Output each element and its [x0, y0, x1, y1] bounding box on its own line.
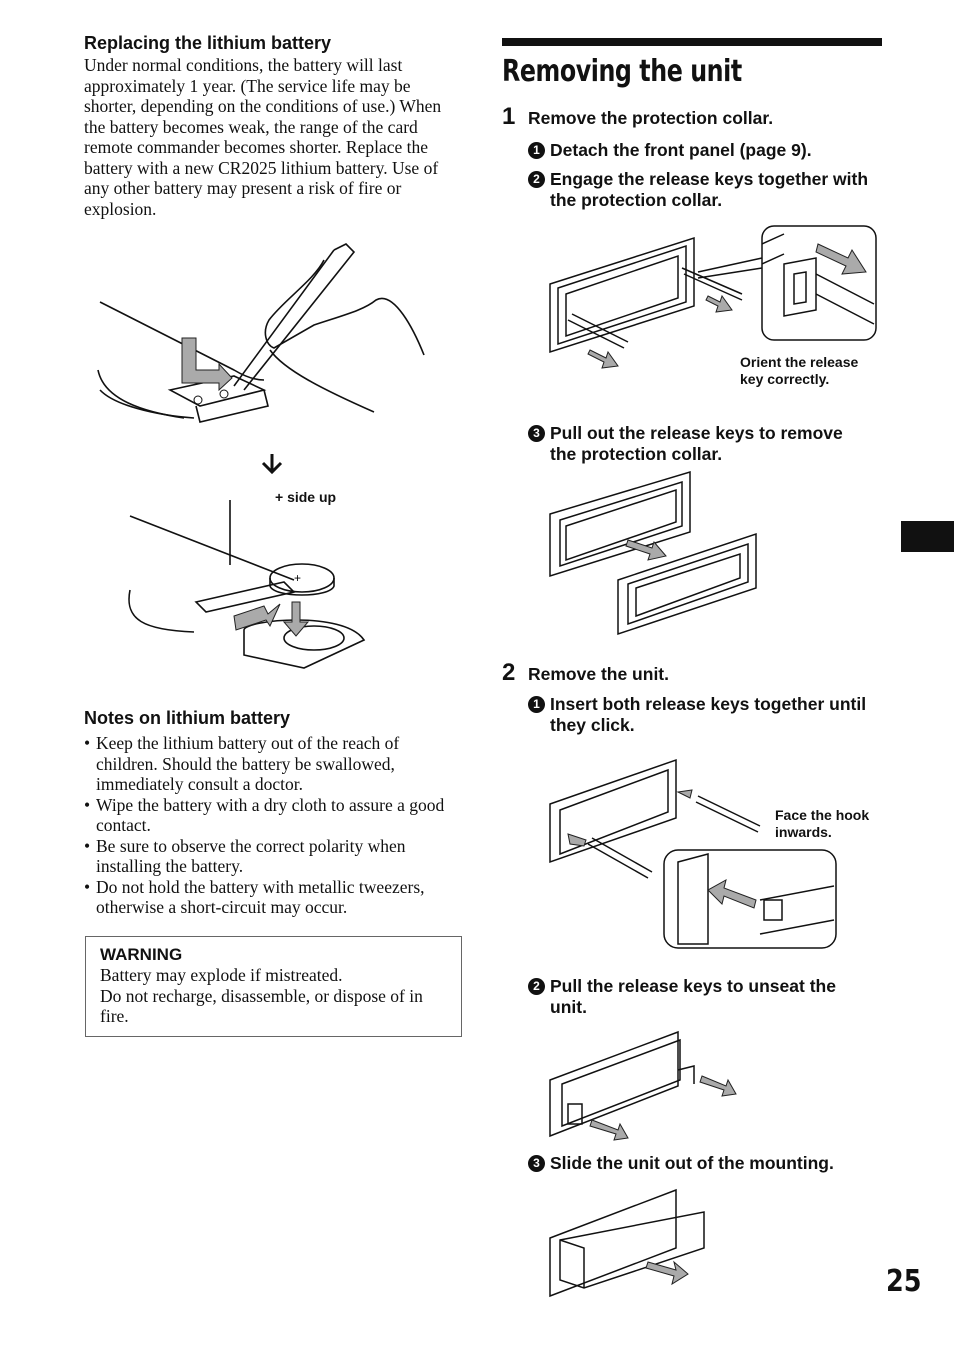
- removing-unit-header: Removing the unit: [502, 38, 882, 89]
- substep-text: Slide the unit out of the mounting.: [550, 1153, 834, 1173]
- svg-text:+: +: [294, 571, 301, 585]
- circle-number: 2: [528, 171, 545, 188]
- substep-1-1: 1 Detach the front panel (page 9).: [528, 140, 873, 161]
- substep-text: Insert both release keys together until …: [550, 694, 867, 735]
- circle-number: 1: [528, 142, 545, 159]
- substep-1-3: 3 Pull out the release keys to remove th…: [528, 423, 873, 465]
- substep-2-2: 2 Pull the release keys to unseat the un…: [528, 976, 873, 1018]
- substep-text: Engage the release keys together with th…: [550, 169, 869, 210]
- substep-1-2: 2 Engage the release keys together with …: [528, 169, 873, 211]
- notes-list: Keep the lithium battery out of the reac…: [84, 733, 464, 918]
- orient-release-key-caption: Orient the release key correctly.: [740, 354, 859, 387]
- warning-line: Do not recharge, disassemble, or dispose…: [100, 985, 423, 1027]
- list-item: Keep the lithium battery out of the reac…: [84, 733, 464, 795]
- battery-removal-illustration: [97, 243, 425, 423]
- side-up-label: + side up: [275, 489, 337, 505]
- substep-2-3: 3 Slide the unit out of the mounting.: [528, 1153, 873, 1174]
- down-arrow-icon: [261, 454, 283, 475]
- circle-number: 1: [528, 696, 545, 713]
- step-number: 1: [502, 103, 516, 130]
- list-item: Do not hold the battery with metallic tw…: [84, 877, 464, 918]
- replacing-battery-heading: Replacing the lithium battery: [84, 33, 332, 53]
- title-rule: [502, 38, 882, 46]
- warning-title: WARNING: [100, 945, 183, 964]
- substep-text: Detach the front panel (page 9).: [550, 140, 812, 160]
- step-text: Remove the protection collar.: [528, 108, 774, 128]
- slide-unit-illustration: [549, 1188, 705, 1298]
- page-title: Removing the unit: [502, 54, 742, 89]
- warning-box: WARNING Battery may explode if mistreate…: [85, 936, 462, 1037]
- page-number: 25: [886, 1264, 922, 1299]
- circle-number: 3: [528, 1155, 545, 1172]
- battery-insert-illustration: +: [128, 500, 366, 669]
- section-tab-marker: [901, 521, 954, 552]
- unseat-unit-illustration: [549, 1030, 737, 1141]
- step-number: 2: [502, 659, 516, 686]
- engage-keys-illustration: [549, 225, 877, 369]
- replacing-battery-body: Under normal conditions, the battery wil…: [84, 55, 442, 219]
- substep-2-1: 1 Insert both release keys together unti…: [528, 694, 873, 736]
- step-2: 2 Remove the unit.: [502, 659, 669, 686]
- step-text: Remove the unit.: [528, 664, 669, 684]
- remove-collar-illustration: [549, 470, 757, 636]
- substep-text: Pull out the release keys to remove the …: [550, 423, 843, 464]
- face-hook-caption: Face the hook inwards.: [775, 807, 870, 840]
- circle-number: 3: [528, 425, 545, 442]
- step-1: 1 Remove the protection collar.: [502, 103, 774, 130]
- list-item: Wipe the battery with a dry cloth to ass…: [84, 795, 464, 836]
- insert-keys-illustration: [549, 758, 837, 949]
- warning-line: Battery may explode if mistreated.: [100, 965, 343, 985]
- substep-text: Pull the release keys to unseat the unit…: [550, 976, 836, 1017]
- circle-number: 2: [528, 978, 545, 995]
- list-item: Be sure to observe the correct polarity …: [84, 836, 464, 877]
- replacing-battery-section: Replacing the lithium battery Under norm…: [84, 32, 462, 219]
- notes-heading: Notes on lithium battery: [84, 708, 291, 728]
